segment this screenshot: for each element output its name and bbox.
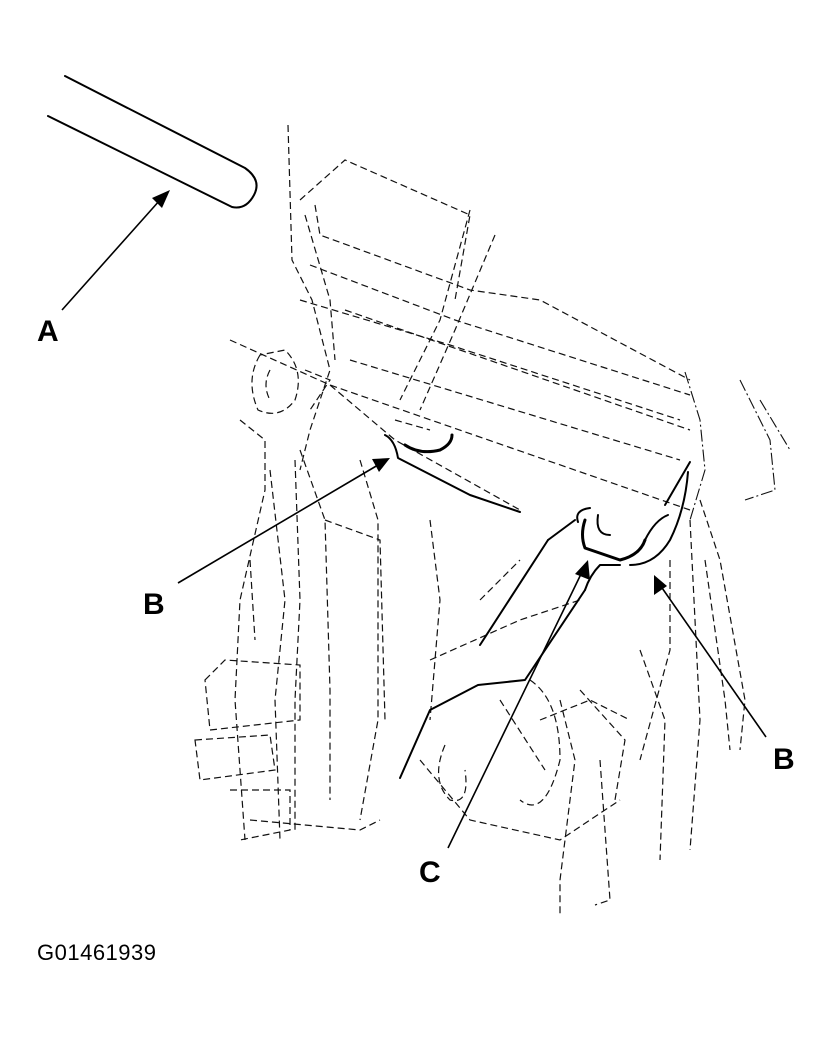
callout-a: A: [37, 315, 59, 348]
leader-a: [61, 190, 170, 311]
right-pedal-assembly: [419, 559, 666, 915]
tool-rod: [47, 75, 258, 209]
leader-c: [447, 560, 590, 849]
figure-id: G01461939: [37, 940, 157, 965]
callout-b-right: B: [773, 743, 795, 776]
callout-b-left: B: [143, 588, 165, 621]
background-structure: [229, 124, 791, 851]
clip-left: [384, 433, 521, 513]
left-pedal-assembly: [194, 419, 441, 841]
leader-b-left: [177, 458, 390, 584]
callout-c: C: [419, 856, 441, 889]
clip-right-and-pivot: [399, 461, 691, 779]
leader-b-right: [654, 575, 767, 738]
